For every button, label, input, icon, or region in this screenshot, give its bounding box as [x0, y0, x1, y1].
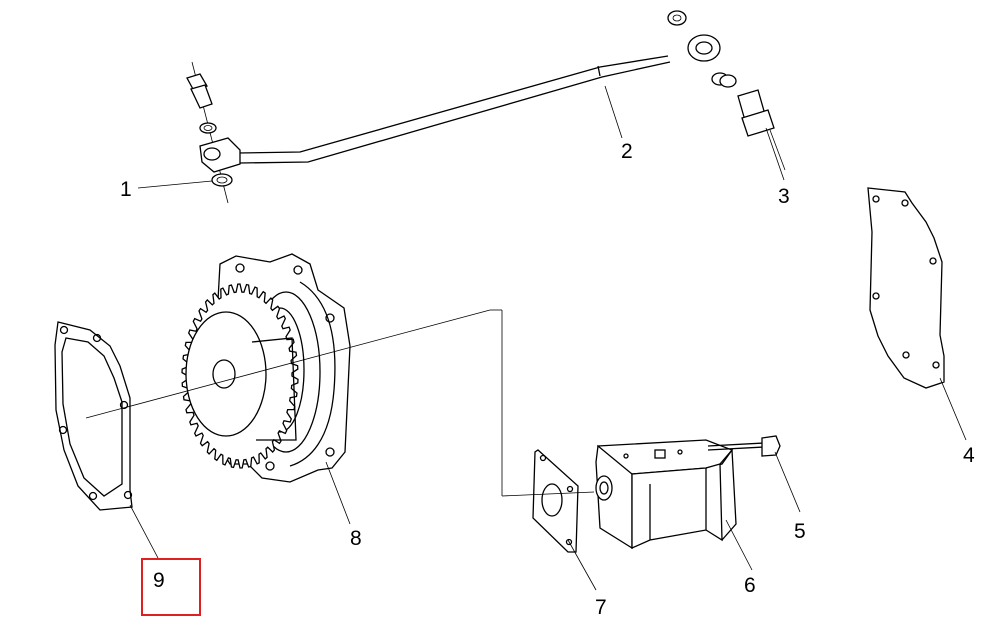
callout-3: 3	[778, 185, 790, 208]
callout-7: 7	[595, 596, 607, 619]
callout-8: 8	[350, 527, 362, 550]
pump-bolt	[707, 435, 781, 457]
gasket-right	[867, 187, 945, 389]
callout-5: 5	[794, 520, 806, 543]
callout-4: 4	[963, 444, 975, 467]
callout-9: 9	[153, 569, 165, 592]
callout-6: 6	[744, 574, 756, 597]
drive-gear	[181, 283, 299, 469]
callout-2: 2	[621, 140, 633, 163]
pump-gasket	[532, 449, 579, 553]
highlight-box	[141, 558, 201, 616]
banjo-fitting-left	[186, 61, 241, 204]
banjo-fitting-right	[667, 10, 786, 171]
leader-lines	[129, 85, 967, 591]
assembly-lines	[85, 309, 595, 497]
hydraulic-pump	[595, 439, 737, 550]
oil-pipe	[237, 55, 671, 164]
callout-1: 1	[120, 178, 132, 201]
